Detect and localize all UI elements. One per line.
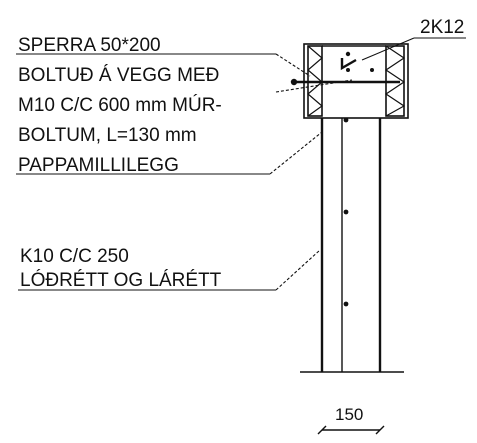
bolt-end-left [290,78,298,86]
leader-pappa [269,131,323,175]
timber-sperra-right-hatch [384,45,406,117]
note-line-4: BOLTUM, L=130 mm [18,125,197,146]
leader-sperra [275,53,311,77]
leader-bolt [275,79,353,93]
top-rebar-dot [345,51,351,57]
wall-rebar-dot [343,209,349,215]
dimension-group [317,425,385,435]
wall-rebar-dots [343,117,349,307]
wall-rebar-dot [343,117,349,123]
note-line-2: BOLTUÐ Á VEGG MEÐ [18,65,219,86]
note-line-5: PAPPAMILLILEGG [18,155,179,176]
reinforcement-line-1: K10 C/C 250 [20,246,129,267]
note-line-1: SPERRA 50*200 [18,35,161,56]
reinforcement-line-2: LÓÐRÉTT OG LÁRÉTT [20,269,222,291]
leader-lines [16,37,466,291]
top-rebar-hook [340,58,357,71]
wall-rebar-dot [343,301,349,307]
dimension-tick-left [317,425,327,435]
leader-2k12 [361,37,415,61]
note-line-3: M10 C/C 600 mm MÚR- [18,94,222,116]
rebar-dot-2 [370,68,374,72]
label-2k12: 2K12 [420,17,464,38]
dimension-label: 150 [335,405,363,424]
leader-k10 [275,249,321,291]
dimension-tick-right [375,425,385,435]
rebar-dot-1 [346,68,350,72]
timber-block-assembly [290,43,409,119]
